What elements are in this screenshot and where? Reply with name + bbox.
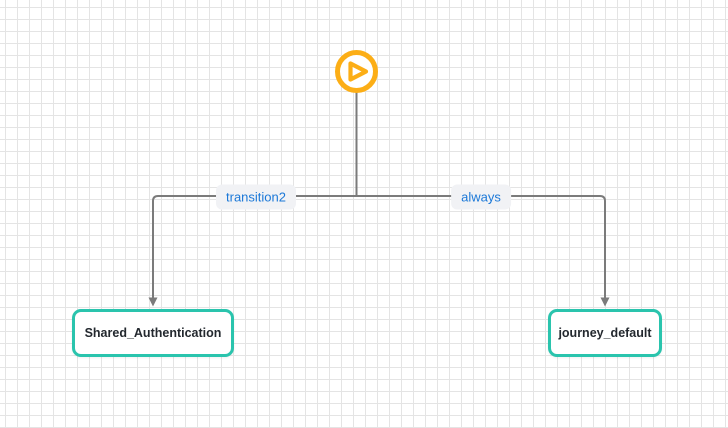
play-icon bbox=[335, 50, 378, 93]
arrow-down-icon bbox=[600, 297, 610, 307]
arrow-down-icon bbox=[148, 297, 158, 307]
edge-label-always[interactable]: always bbox=[451, 184, 511, 210]
start-node[interactable] bbox=[334, 49, 379, 94]
node-label: journey_default bbox=[558, 326, 652, 340]
edge-always-line[interactable] bbox=[356, 195, 606, 298]
edge-label-transition2[interactable]: transition2 bbox=[216, 184, 296, 210]
node-shared-authentication[interactable]: Shared_Authentication bbox=[72, 309, 234, 357]
edge-transition2-line[interactable] bbox=[152, 195, 357, 298]
node-journey-default[interactable]: journey_default bbox=[548, 309, 662, 357]
node-label: Shared_Authentication bbox=[84, 326, 222, 340]
